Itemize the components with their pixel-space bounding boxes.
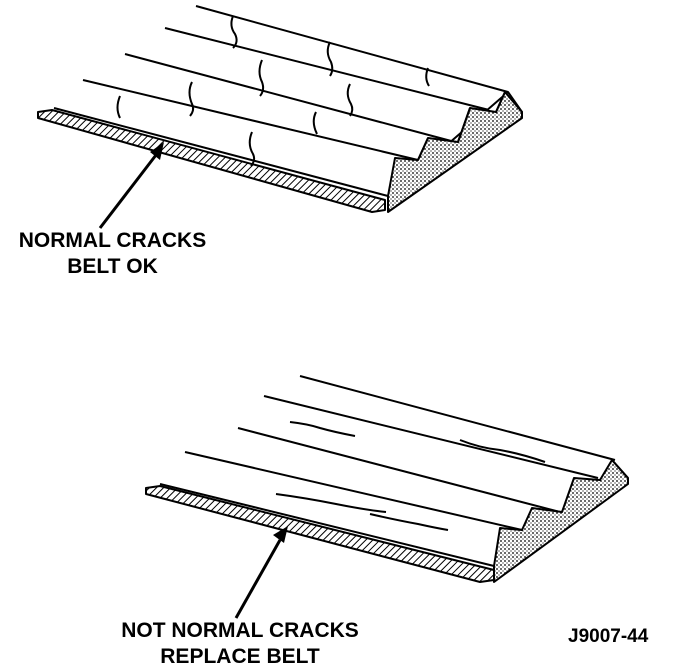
bottom-belt-illustration <box>145 375 629 583</box>
top-pointer-arrow <box>98 142 164 229</box>
top-belt-illustration <box>37 5 523 213</box>
top-crack <box>188 81 195 117</box>
top-crack <box>346 83 354 117</box>
bottom-rib-line <box>237 427 561 513</box>
bottom-pointer-arrow <box>234 526 288 619</box>
top-crack <box>425 67 430 87</box>
bottom-rib-line <box>184 451 523 531</box>
bottom-rib-line <box>159 483 495 567</box>
bottom-crack <box>275 493 387 513</box>
top-belt-backing <box>37 109 386 213</box>
bottom-rib-line <box>263 395 599 479</box>
top-rib-line <box>195 5 509 93</box>
top-rib-valley <box>495 91 506 113</box>
top-belt-end-face <box>387 91 523 213</box>
top-rib-valley <box>457 107 471 143</box>
normal-cracks-label: NORMAL CRACKS BELT OK <box>0 228 225 280</box>
bottom-rib-profile <box>611 459 629 479</box>
top-crack <box>230 15 238 49</box>
top-crack <box>326 41 334 77</box>
top-rib-line <box>53 107 389 197</box>
figure-code: J9007-44 <box>568 626 649 647</box>
top-rib-valley <box>417 137 429 161</box>
top-crack <box>116 95 121 119</box>
top-crack <box>312 111 318 135</box>
top-crack <box>258 59 265 97</box>
top-rib-line <box>164 27 498 113</box>
normal-cracks-label-line2: BELT OK <box>67 255 158 278</box>
bottom-crack <box>289 421 356 437</box>
bottom-rib-line <box>299 375 616 461</box>
not-normal-cracks-label: NOT NORMAL CRACKS REPLACE BELT <box>100 618 380 670</box>
bottom-crack <box>369 513 449 531</box>
top-rib-line <box>124 53 456 143</box>
bottom-belt-end-face <box>493 459 629 583</box>
bottom-crack <box>459 439 546 463</box>
top-crack <box>248 131 256 167</box>
not-normal-cracks-label-line2: REPLACE BELT <box>160 645 320 668</box>
normal-cracks-label-line1: NORMAL CRACKS <box>18 229 207 252</box>
not-normal-cracks-label-line1: NOT NORMAL CRACKS <box>121 619 359 642</box>
top-rib-line <box>82 79 419 161</box>
